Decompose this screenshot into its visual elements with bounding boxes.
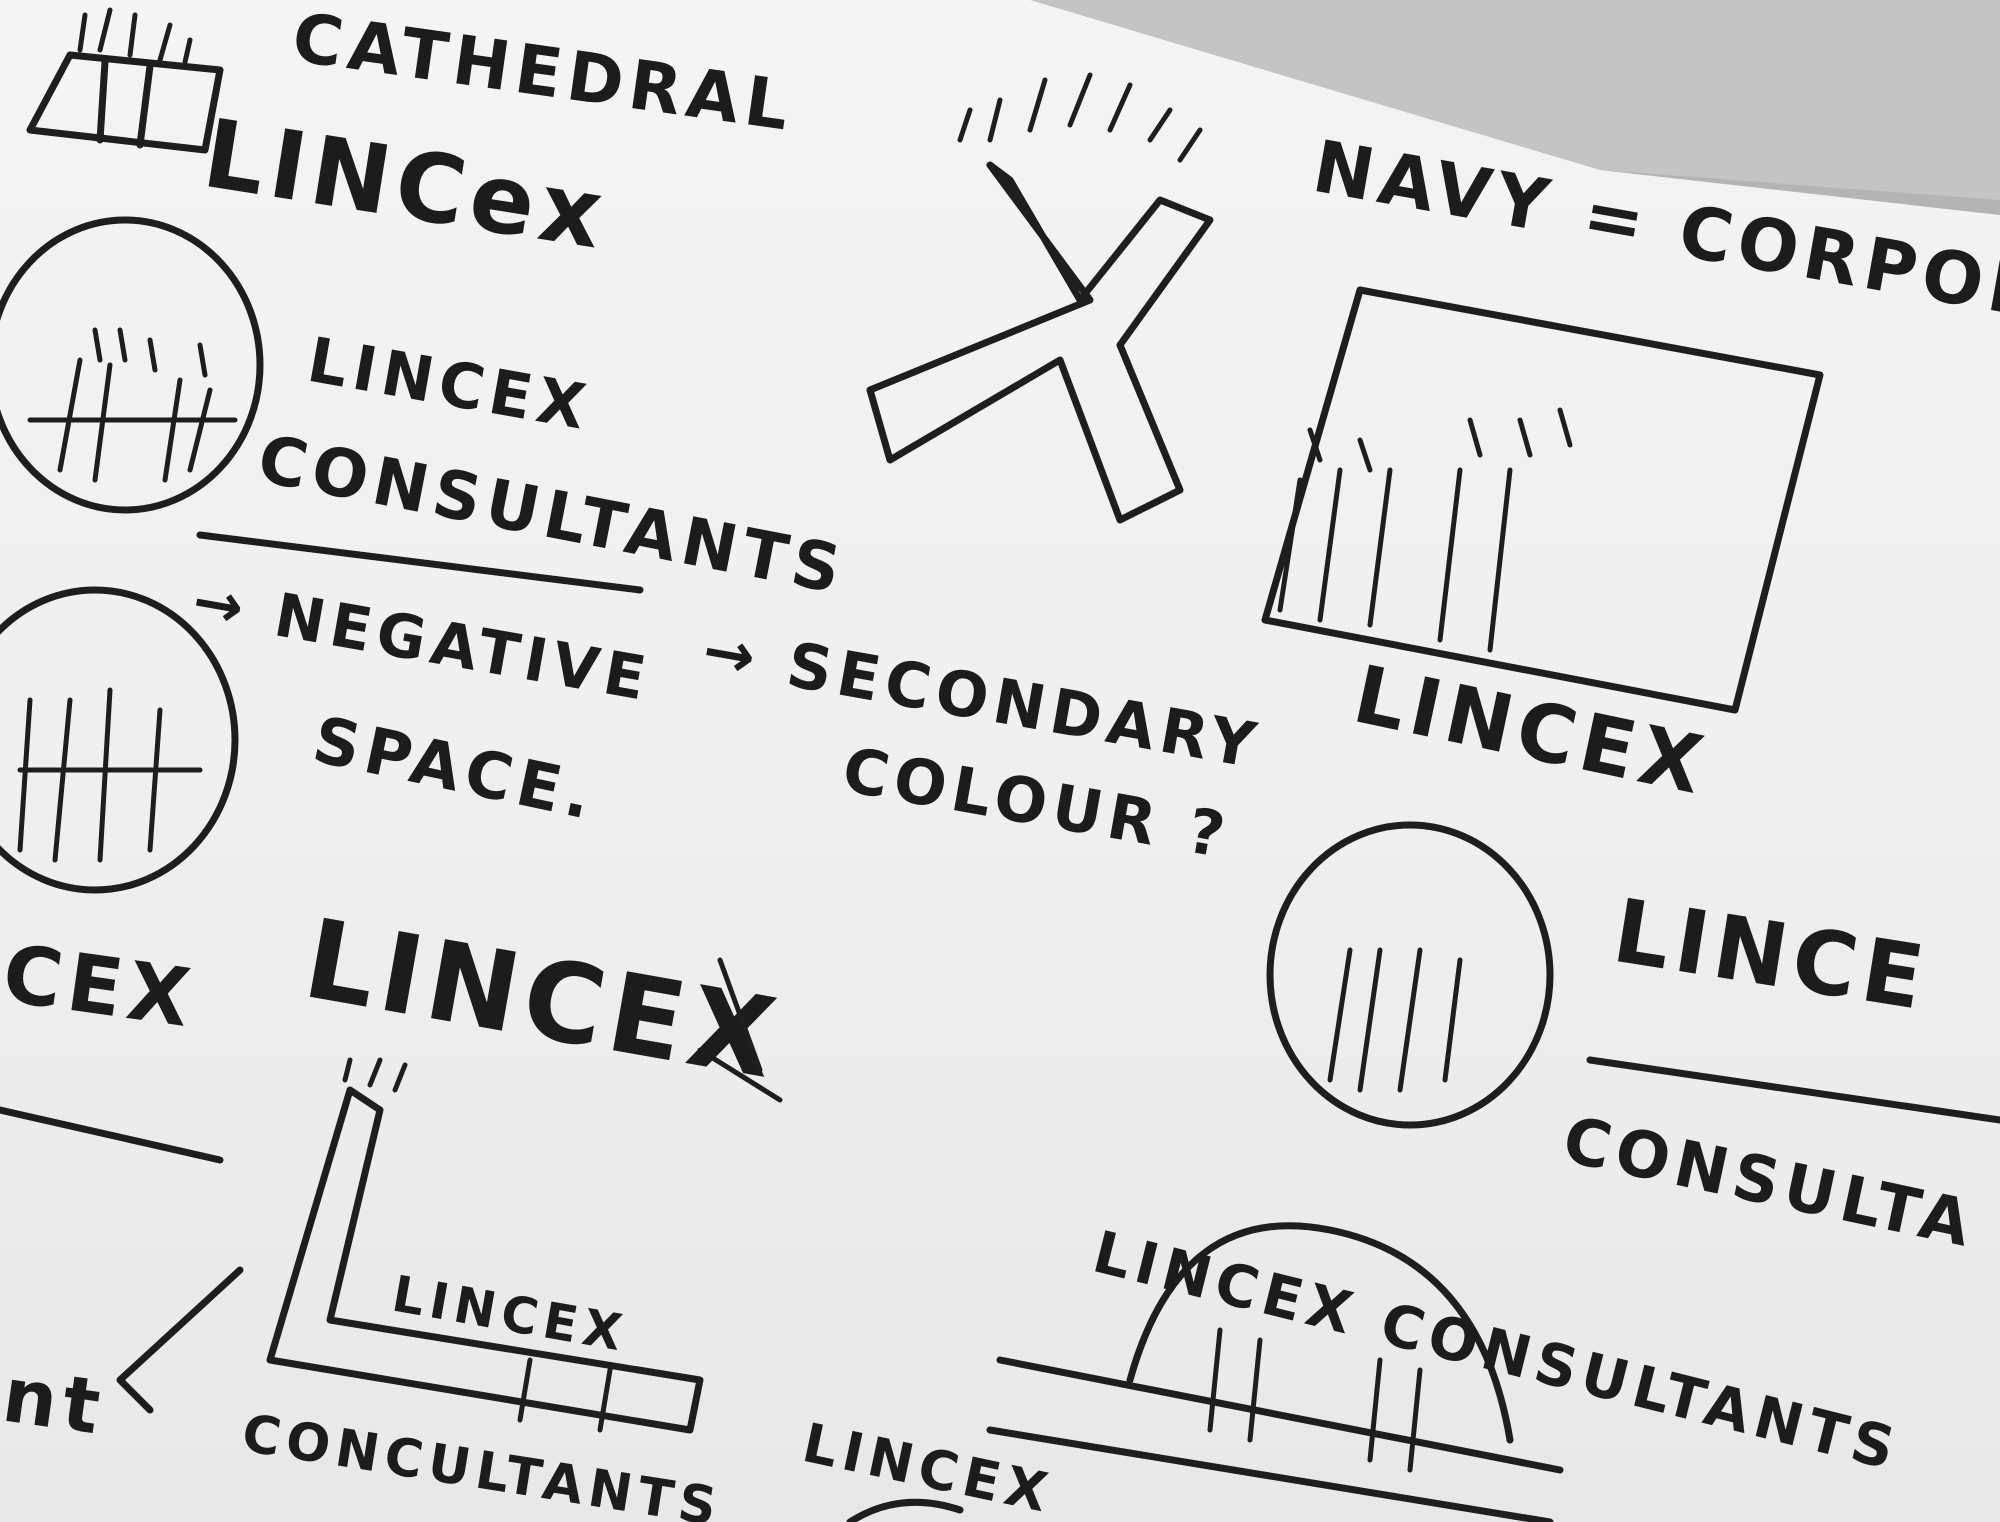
note-negative-2: SPACE. — [307, 703, 604, 835]
note-left-fragment: nt — [0, 1350, 111, 1452]
note-consultants-right: CONSULTA — [1557, 1103, 1983, 1263]
note-lincex-arc: LINCEX CONSULTANTS — [1087, 1218, 1907, 1484]
note-navy: NAVY = CORPORA — [1307, 124, 2000, 347]
l-logo-sketch — [266, 1057, 704, 1434]
note-lincex-mid: LINCEX — [295, 895, 790, 1104]
circle-logo-sketch-1 — [0, 216, 264, 514]
underline-1 — [196, 531, 644, 594]
arc-logo-sketch — [986, 1222, 1564, 1522]
underline-right — [1586, 1056, 2000, 1124]
note-lincex-consultants-1: LINCEX — [302, 323, 596, 445]
cathedral-block-sketch — [26, 7, 224, 154]
circle-logo-sketch-3 — [1266, 821, 1554, 1129]
underline-left — [0, 1106, 224, 1164]
mid-emblem-mark — [697, 957, 783, 1103]
box-logo-sketch — [1261, 286, 1824, 714]
circle-logo-sketch-2 — [0, 586, 239, 894]
bottom-circle-arc — [846, 1498, 964, 1522]
note-negative-1: → NEGATIVE — [187, 566, 656, 716]
note-lincex-top: LINCex — [196, 99, 615, 271]
note-lincex-left-cut: CEX — [0, 927, 201, 1046]
note-lincex-right-circle: LINCE — [1607, 879, 1936, 1030]
x-emblem-sketch — [866, 72, 1214, 524]
arrow-left — [116, 1266, 244, 1414]
